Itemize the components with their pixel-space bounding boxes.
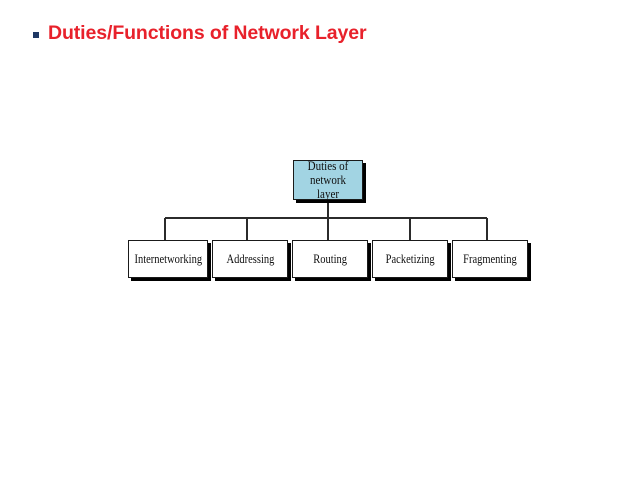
diagram-node-label: Internetworking: [134, 252, 202, 266]
page-title: Duties/Functions of Network Layer: [48, 22, 367, 44]
diagram-node-root[interactable]: Duties of network layer: [293, 159, 363, 201]
diagram-node-label: Packetizing: [385, 252, 435, 266]
square-bullet-icon: [33, 31, 39, 38]
diagram-node-label: Routing: [313, 252, 347, 266]
diagram-node-root-label: Duties of network layer: [298, 159, 358, 201]
diagram-node-label: Addressing: [226, 252, 274, 266]
diagram-node-fragmenting[interactable]: Fragmenting: [452, 240, 528, 278]
diagram-node-packetizing[interactable]: Packetizing: [372, 240, 448, 278]
slide-title-row: Duties/Functions of Network Layer: [33, 22, 367, 44]
diagram-node-internetworking[interactable]: Internetworking: [128, 240, 208, 278]
diagram-node-addressing[interactable]: Addressing: [212, 240, 288, 278]
root-label-line-1: Duties of: [307, 159, 349, 173]
diagram-node-routing[interactable]: Routing: [292, 240, 368, 278]
root-label-line-2: network layer: [309, 173, 347, 201]
diagram-node-label: Fragmenting: [463, 252, 517, 266]
